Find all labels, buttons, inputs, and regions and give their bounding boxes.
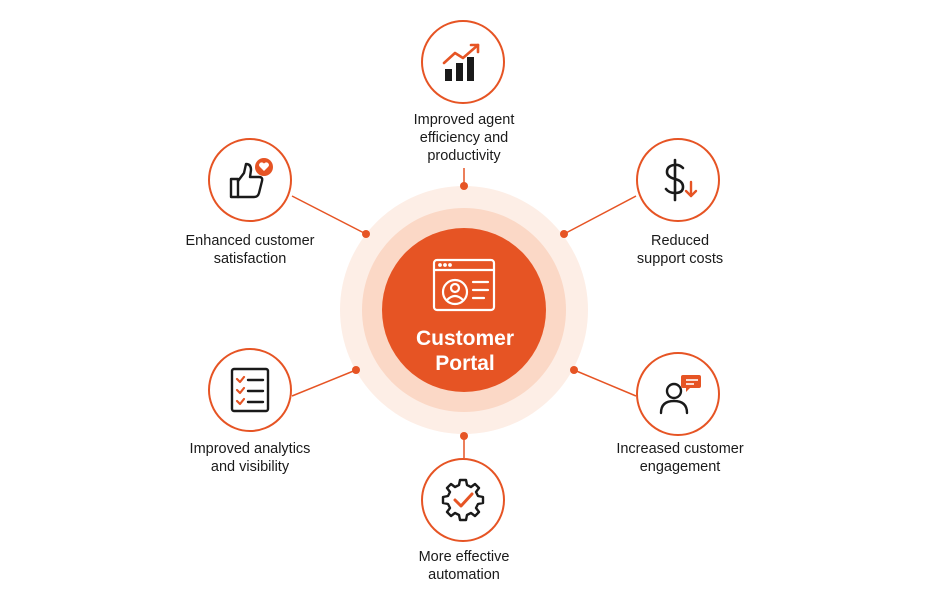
connector-bottom-left <box>291 369 357 397</box>
connector-dot-bottom-right <box>570 366 578 374</box>
user-chat-icon <box>659 375 701 415</box>
benefit-label-agent-efficiency: Improved agent efficiency and productivi… <box>413 112 515 164</box>
portal-window-user-icon <box>432 258 496 312</box>
benefit-label-automation: More effective automation <box>418 549 510 583</box>
connector-dot-bottom <box>460 432 468 440</box>
gear-check-icon <box>441 478 485 522</box>
hub-title: Customer Portal <box>415 327 515 375</box>
connector-dot-top-right <box>560 230 568 238</box>
connector-dot-bottom-left <box>352 366 360 374</box>
dollar-down-icon <box>664 158 698 202</box>
benefit-node-customer-satisfaction <box>208 138 292 222</box>
benefit-node-agent-efficiency <box>421 20 505 104</box>
benefit-node-support-costs <box>636 138 720 222</box>
growth-chart-icon <box>442 43 480 81</box>
connector-top-right <box>563 195 637 235</box>
connector-dot-top-left <box>362 230 370 238</box>
benefit-label-customer-engagement: Increased customer engagement <box>616 441 744 475</box>
benefit-label-customer-satisfaction: Enhanced customer satisfaction <box>185 233 315 267</box>
thumbs-up-heart-icon <box>229 158 273 199</box>
benefit-node-automation <box>421 458 505 542</box>
benefit-node-analytics <box>208 348 292 432</box>
benefit-label-analytics: Improved analytics and visibility <box>189 441 311 475</box>
checklist-icon <box>230 367 270 413</box>
connector-top-left <box>291 195 367 235</box>
benefit-node-customer-engagement <box>636 352 720 436</box>
connector-dot-top <box>460 182 468 190</box>
connector-bottom-right <box>573 369 637 397</box>
benefit-label-support-costs: Reduced support costs <box>636 233 724 267</box>
